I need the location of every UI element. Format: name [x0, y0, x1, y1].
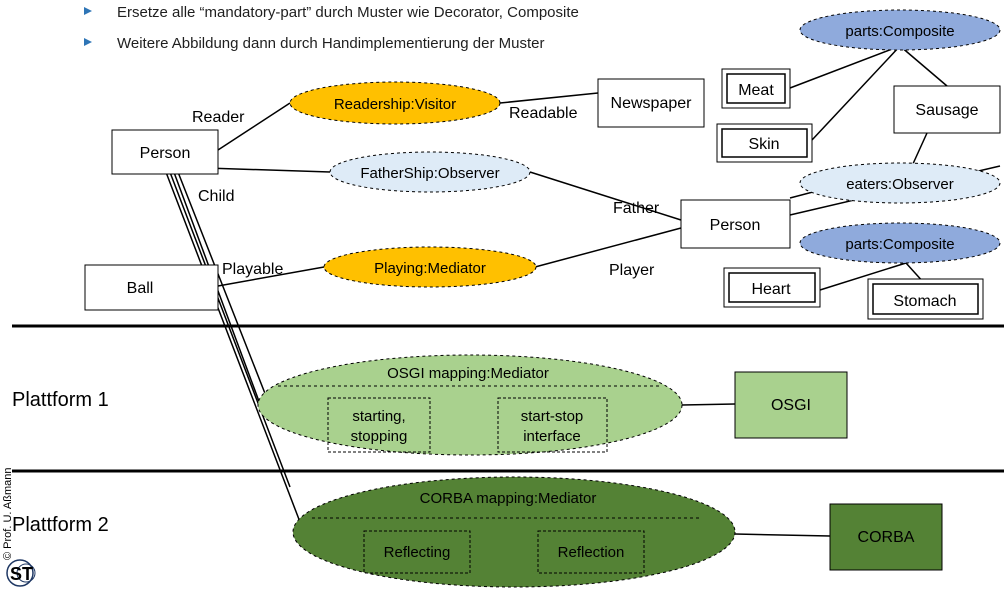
svg-text:Ball: Ball — [127, 280, 154, 297]
bullet-list: Ersetze alle “mandatory-part” durch Must… — [84, 4, 579, 52]
line-skin-parts — [811, 45, 901, 141]
bullet-marker-icon — [84, 7, 92, 15]
osgi-mapping-ellipse: OSGI mapping:Mediator — [257, 354, 683, 456]
svg-text:CORBA: CORBA — [858, 529, 915, 546]
fathership-observer-ellipse: FatherShip:Observer — [329, 151, 531, 193]
svg-text:Playing:Mediator: Playing:Mediator — [374, 260, 486, 277]
corba-box: CORBA — [829, 503, 943, 571]
bullet-item-2: Weitere Abbildung dann durch Handimpleme… — [117, 35, 544, 52]
svg-text:OSGI mapping:Mediator: OSGI mapping:Mediator — [387, 365, 549, 382]
line-meat-parts — [789, 45, 901, 89]
svg-text:Sausage: Sausage — [915, 102, 978, 119]
sausage-box: Sausage — [893, 85, 1001, 134]
meat-box: Meat — [721, 68, 791, 109]
svg-text:Readership:Visitor: Readership:Visitor — [334, 96, 456, 113]
role-label-player: Player — [609, 262, 655, 279]
svg-text:Person: Person — [710, 217, 761, 234]
role-label-playable: Playable — [222, 261, 283, 278]
platform-1-label: Plattform 1 — [12, 389, 109, 411]
corba-mapping-ellipse: CORBA mapping:Mediator — [292, 476, 736, 588]
copyright-text: © Prof. U. Aßmann — [2, 468, 14, 560]
start-stop-interface-box: start-stop interface — [497, 397, 608, 453]
line-person-readership — [217, 102, 291, 151]
svg-text:starting,: starting, — [352, 408, 405, 425]
svg-text:parts:Composite: parts:Composite — [845, 236, 954, 253]
svg-text:Heart: Heart — [751, 281, 791, 298]
newspaper-box: Newspaper — [597, 78, 705, 128]
line-person-corba-2 — [163, 166, 301, 523]
svg-text:ST: ST — [10, 564, 33, 584]
line-ball-playing — [217, 266, 325, 287]
person-left-box: Person — [111, 129, 219, 175]
svg-text:stopping: stopping — [351, 428, 408, 445]
svg-text:eaters:Observer: eaters:Observer — [846, 176, 954, 193]
osgi-box: OSGI — [734, 371, 848, 439]
stomach-box: Stomach — [867, 278, 984, 320]
st-logo-icon: ST — [6, 559, 36, 587]
svg-text:OSGI: OSGI — [771, 397, 811, 414]
ball-box: Ball — [84, 264, 219, 311]
line-corba-mapping-corba — [734, 533, 831, 537]
person-right-box: Person — [680, 199, 791, 249]
svg-text:CORBA mapping:Mediator: CORBA mapping:Mediator — [420, 490, 597, 507]
svg-text:Meat: Meat — [738, 82, 774, 99]
line-heart-parts — [819, 262, 907, 291]
readership-visitor-ellipse: Readership:Visitor — [289, 81, 501, 125]
reflecting-box: Reflecting — [363, 530, 471, 574]
eaters-observer-ellipse: eaters:Observer — [799, 162, 1001, 204]
reflection-box: Reflection — [537, 530, 645, 574]
svg-text:Reflecting: Reflecting — [384, 544, 451, 561]
line-eaters-sausage — [911, 132, 928, 167]
svg-text:Skin: Skin — [748, 136, 779, 153]
line-fathership-person — [529, 171, 682, 221]
heart-box: Heart — [723, 267, 821, 308]
parts-composite-top-ellipse: parts:Composite — [799, 9, 1001, 51]
parts-composite-bottom-ellipse: parts:Composite — [799, 222, 1001, 264]
platform-2-label: Plattform 2 — [12, 514, 109, 536]
line-parts-sausage — [899, 45, 948, 87]
skin-box: Skin — [716, 123, 813, 163]
svg-text:start-stop: start-stop — [521, 408, 584, 425]
line-person-osgi-2 — [175, 166, 267, 397]
playing-mediator-ellipse: Playing:Mediator — [323, 246, 537, 288]
svg-text:Stomach: Stomach — [893, 293, 956, 310]
role-label-child: Child — [198, 188, 234, 205]
bullet-item-1: Ersetze alle “mandatory-part” durch Must… — [117, 4, 579, 21]
svg-text:Newspaper: Newspaper — [611, 95, 693, 112]
line-osgi-mapping-osgi — [681, 403, 736, 406]
svg-text:Person: Person — [140, 145, 191, 162]
role-label-reader: Reader — [192, 109, 245, 126]
svg-text:parts:Composite: parts:Composite — [845, 23, 954, 40]
line-playing-person — [534, 227, 682, 268]
role-label-father: Father — [613, 200, 660, 217]
line-readership-newspaper — [499, 92, 599, 104]
svg-text:interface: interface — [523, 428, 581, 445]
role-label-readable: Readable — [509, 105, 578, 122]
svg-text:Reflection: Reflection — [558, 544, 625, 561]
bullet-marker-icon — [84, 38, 92, 46]
svg-text:FatherShip:Observer: FatherShip:Observer — [360, 165, 499, 182]
starting-stopping-box: starting, stopping — [327, 397, 431, 453]
